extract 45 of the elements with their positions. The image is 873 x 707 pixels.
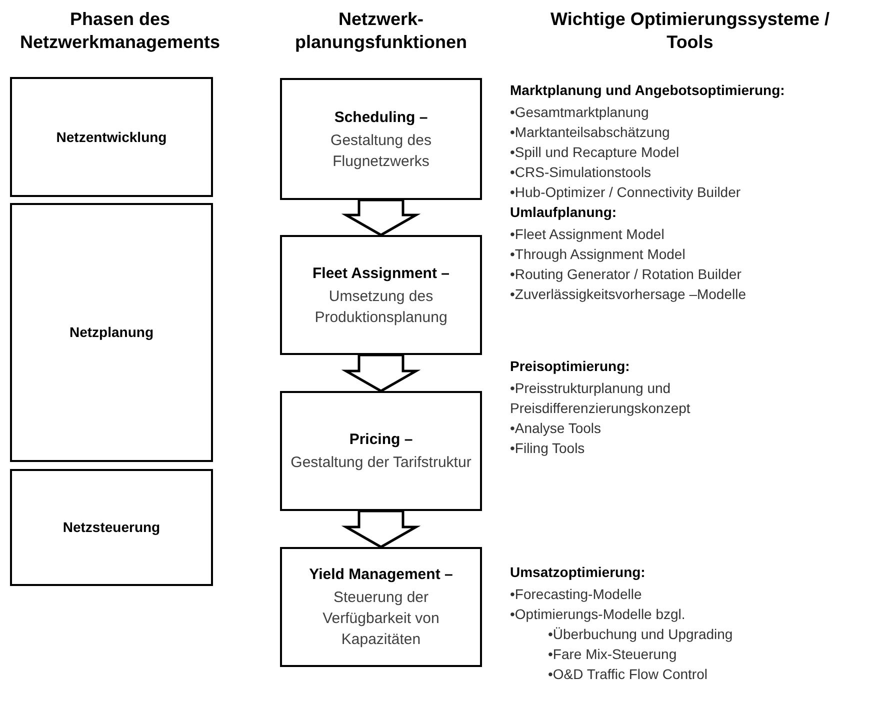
block-arrow	[341, 510, 421, 548]
block-arrow	[341, 354, 421, 392]
list-item: •Optimierungs-Modelle bzgl.	[510, 605, 686, 624]
phase-box	[10, 469, 213, 586]
list-item: •Analyse Tools	[510, 419, 602, 438]
box-title: Netzentwicklung	[56, 128, 167, 147]
list-item: •Preisstrukturplanung und Preisdifferenzierungskonzept	[510, 379, 692, 418]
section-heading: Preisoptimierung:	[510, 357, 631, 376]
box-title: Scheduling –	[334, 108, 428, 128]
list-item: •Hub-Optimizer / Connectivity Builder	[510, 183, 742, 202]
function-box	[280, 547, 482, 667]
box-description: Umsetzung des Produktionsplanung	[314, 286, 448, 328]
list-item: •Marktanteilsabschätzung	[510, 123, 671, 142]
box-title: Yield Management –	[309, 565, 453, 585]
box-description: Steuerung der Verfügbarkeit von Kapazitäten	[322, 588, 440, 650]
list-item: •Fare Mix-Steuerung	[547, 645, 678, 664]
box-title: Netzsteuerung	[62, 518, 160, 537]
function-box	[280, 391, 482, 511]
list-item: •CRS-Simulationstools	[510, 163, 652, 182]
box-title: Fleet Assignment –	[312, 264, 450, 284]
list-item: •Through Assignment Model	[510, 245, 686, 264]
box-description: Gestaltung der Tarifstruktur	[290, 453, 472, 473]
column-heading: Phasen des Netzwerkmanagements	[18, 8, 222, 54]
list-item: •Zuverlässigkeitsvorhersage –Modelle	[510, 285, 748, 304]
list-item: •Filing Tools	[510, 439, 586, 458]
section-heading: Umsatzoptimierung:	[510, 563, 646, 582]
function-box	[280, 78, 482, 200]
phase-box	[10, 77, 213, 197]
list-item: •Routing Generator / Rotation Builder	[510, 265, 742, 284]
block-arrow	[341, 198, 421, 236]
list-item: •Fleet Assignment Model	[510, 225, 666, 244]
column-heading: Netzwerk- planungsfunktionen	[294, 8, 468, 54]
box-description: Gestaltung des Flugnetzwerks	[330, 130, 432, 172]
section-heading: Umlaufplanung:	[510, 203, 618, 222]
list-item: •Spill und Recapture Model	[510, 143, 680, 162]
list-item: •Überbuchung und Upgrading	[547, 625, 734, 644]
section-heading: Marktplanung und Angebotsoptimierung:	[510, 81, 786, 100]
function-box	[280, 235, 482, 355]
box-title: Netzplanung	[70, 323, 154, 342]
list-item: •Gesamtmarktplanung	[510, 103, 650, 122]
list-item: •Forecasting-Modelle	[510, 585, 643, 604]
box-title: Pricing –	[349, 430, 413, 450]
list-item: •O&D Traffic Flow Control	[547, 665, 708, 684]
phase-box	[10, 203, 213, 462]
column-heading: Wichtige Optimierungssysteme / Tools	[550, 8, 830, 54]
